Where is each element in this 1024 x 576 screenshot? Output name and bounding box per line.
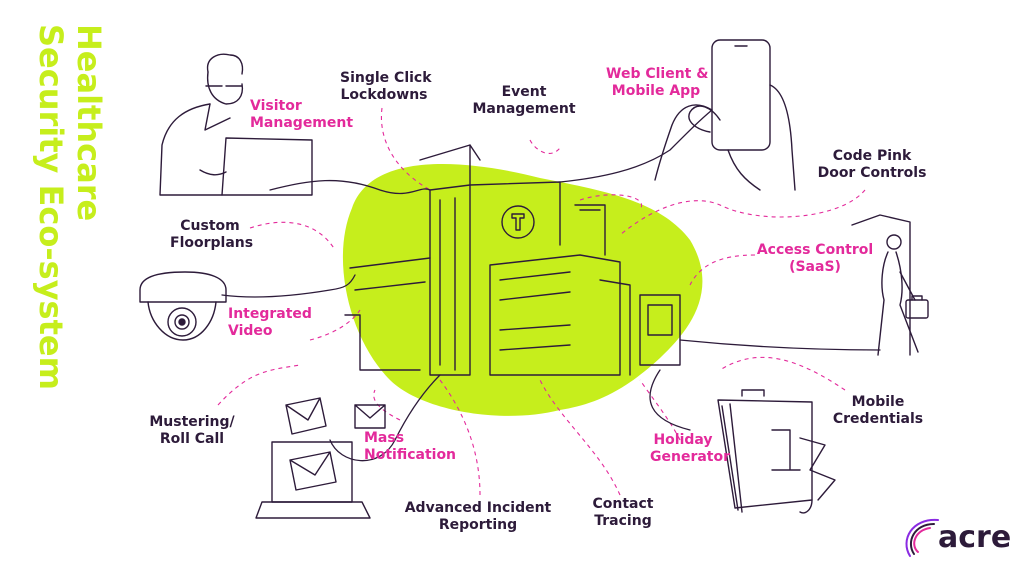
page-title: Healthcare Security Eco-system [32, 24, 108, 424]
security-camera-icon [139, 271, 227, 341]
title-line-2: Security Eco-system [32, 24, 70, 390]
hand-holding-phone-icon [654, 39, 796, 191]
title-line-1: Healthcare [70, 24, 108, 222]
acre-logo-mark [905, 518, 939, 557]
laptop-with-envelopes-icon [255, 397, 386, 519]
acre-logo: acre [904, 518, 1014, 562]
logo-wordmark: acre [938, 520, 1012, 555]
connecting-cords [221, 109, 881, 462]
lime-blob [342, 163, 703, 416]
hospital-building-icon [344, 144, 681, 376]
walking-person-with-briefcase-icon [851, 214, 929, 356]
label-web-client-mobile-app: Web Client &Mobile App [606, 66, 709, 99]
label-mustering-roll-call: Mustering/Roll Call [149, 414, 235, 447]
person-at-laptop-icon [159, 53, 313, 196]
label-access-control-saas: Access Control(SaaS) [756, 242, 874, 275]
desk-calendar-icon [717, 389, 836, 514]
